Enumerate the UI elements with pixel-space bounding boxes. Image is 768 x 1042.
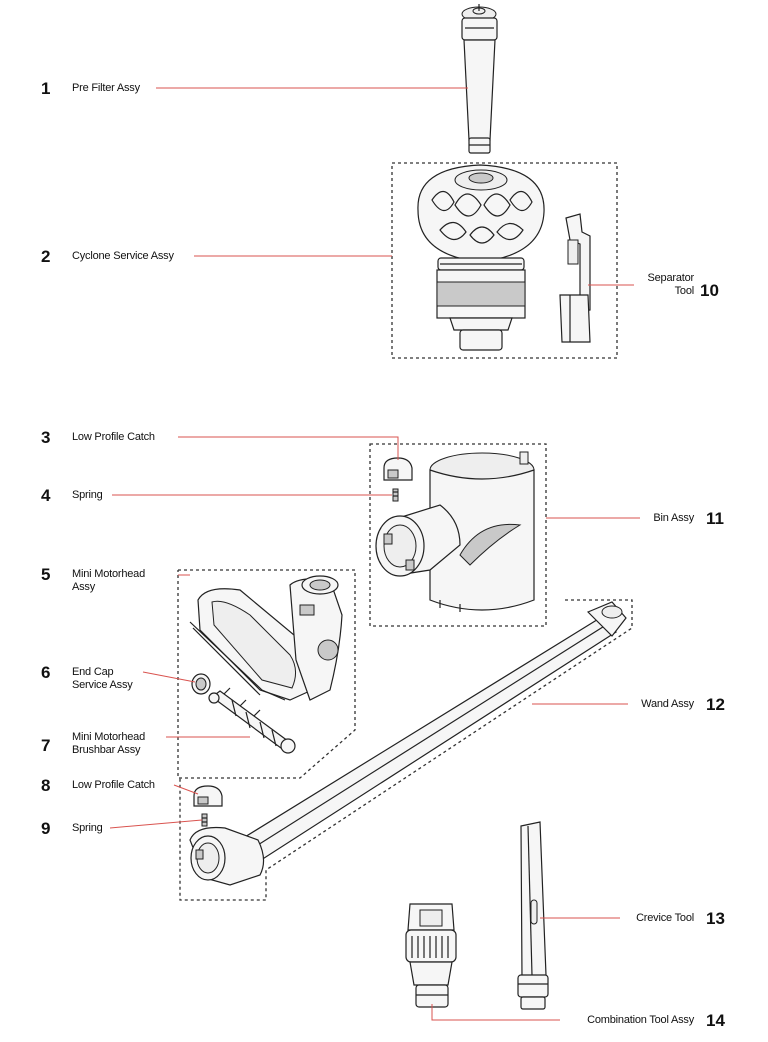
end-cap-drawing <box>191 673 211 695</box>
wand-drawing <box>189 601 627 886</box>
spring-wand-drawing <box>201 813 208 827</box>
mini-motorhead-drawing <box>189 575 343 701</box>
part-label-2: Cyclone Service Assy <box>72 250 174 262</box>
part-number-5: 5 <box>41 565 51 584</box>
part-number-14: 14 <box>706 1011 725 1030</box>
low-profile-catch-wand-drawing <box>193 785 223 807</box>
part-label-9: Spring <box>72 822 103 834</box>
bin-group-box <box>369 443 547 627</box>
separator-tool-drawing <box>559 213 591 343</box>
part-label-6: End Cap Service Assy <box>72 666 133 691</box>
cyclone-drawing <box>417 164 545 351</box>
part-number-10: 10 <box>700 281 719 300</box>
wand-group-box <box>179 599 633 901</box>
part-number-2: 2 <box>41 247 51 266</box>
part-label-7: Mini Motorhead Brushbar Assy <box>72 731 146 756</box>
part-number-9: 9 <box>41 819 51 838</box>
part-label-4: Spring <box>72 489 103 501</box>
part-label-13: Crevice Tool <box>636 912 694 924</box>
part-number-8: 8 <box>41 776 51 795</box>
part-number-1: 1 <box>41 79 51 98</box>
leader-6 <box>142 671 196 683</box>
part-label-14: Combination Tool Assy <box>587 1014 694 1026</box>
part-number-6: 6 <box>41 663 51 682</box>
part-label-10: Separator Tool <box>647 272 694 297</box>
leader-8 <box>173 784 199 795</box>
leader-lines <box>109 87 640 1021</box>
part-label-8: Low Profile Catch <box>72 779 155 791</box>
motorhead-group-box <box>177 569 356 779</box>
part-label-1: Pre Filter Assy <box>72 82 140 94</box>
leader-9 <box>109 819 203 829</box>
part-number-3: 3 <box>41 428 51 447</box>
part-label-5: Mini Motorhead Assy <box>72 568 146 593</box>
leader-14 <box>431 1004 560 1021</box>
combination-tool-drawing <box>405 903 457 1008</box>
part-number-12: 12 <box>706 695 725 714</box>
low-profile-catch-top-drawing <box>383 457 413 481</box>
leader-3 <box>178 436 399 460</box>
part-number-11: 11 <box>706 509 724 528</box>
part-label-3: Low Profile Catch <box>72 431 155 443</box>
brushbar-drawing <box>208 687 296 754</box>
part-label-12: Wand Assy <box>641 698 694 710</box>
pre-filter-drawing <box>461 4 498 154</box>
part-number-7: 7 <box>41 736 51 755</box>
bin-drawing <box>375 451 535 612</box>
part-number-4: 4 <box>41 486 51 505</box>
part-number-13: 13 <box>706 909 725 928</box>
part-label-11: Bin Assy <box>653 512 694 524</box>
crevice-tool-drawing <box>517 821 549 1010</box>
spring-top-drawing <box>392 488 399 502</box>
